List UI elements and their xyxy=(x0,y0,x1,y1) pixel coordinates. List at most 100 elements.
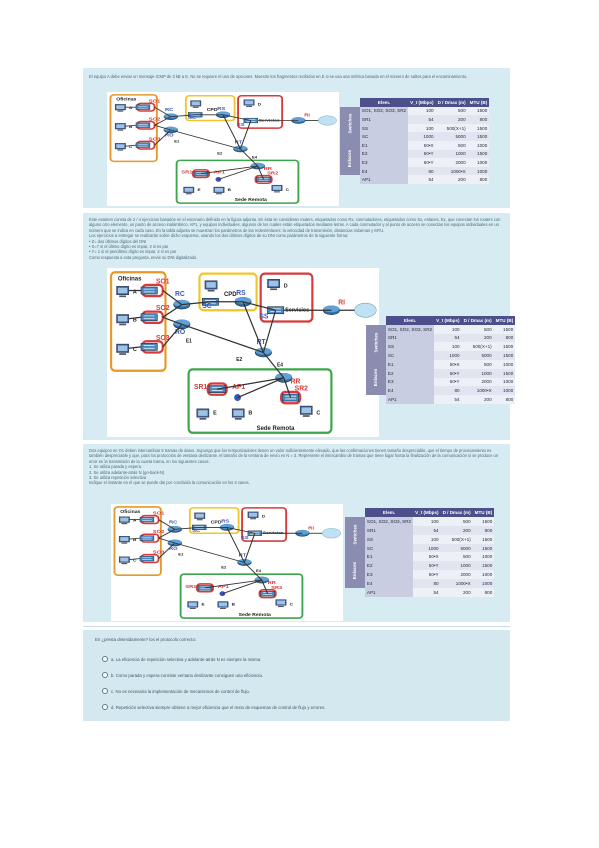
cell-elem: SO1, SO2, SO3, SR2 xyxy=(364,516,414,526)
option-d[interactable]: d. Repetición selectiva siempre obtiene … xyxy=(102,704,325,710)
link xyxy=(162,316,183,325)
case-1: 1. Se utiliza parada y espera. xyxy=(89,464,143,470)
cell-elem: E2 xyxy=(385,368,435,378)
option-b[interactable]: b. Como parada y espera consiste ventana… xyxy=(102,672,263,678)
cell-speed: 50•Y xyxy=(434,368,462,378)
cell-mtu: 1500 xyxy=(467,132,490,141)
switches-group-label: Switches xyxy=(340,106,360,141)
so2-label: SO2 xyxy=(149,117,161,122)
cell-speed: 54 xyxy=(413,588,441,597)
host-e-label: E xyxy=(213,410,217,416)
sede-label: Sede Remota xyxy=(239,612,272,617)
intro-paragraph: Dos equipos en O1 deben intercambiar 5 t… xyxy=(89,448,499,464)
radio-button[interactable] xyxy=(102,688,108,694)
switch-so3 xyxy=(140,343,158,351)
cell-mtu: 1000 xyxy=(467,166,490,176)
radio-button[interactable] xyxy=(102,704,108,710)
table-cell-blank xyxy=(366,395,386,404)
exercise-panel-3: Dos equipos en O1 deben intercambiar 5 t… xyxy=(83,444,510,622)
cell-elem: SC xyxy=(364,543,414,553)
host-b-label: B xyxy=(129,125,132,129)
pc-group-b2 xyxy=(231,408,245,420)
link xyxy=(237,377,285,399)
cell-mtu: 800 xyxy=(493,333,516,343)
servicios-frame xyxy=(241,507,288,542)
ss-label: SS xyxy=(259,314,268,321)
e1-label: E1 xyxy=(178,553,184,557)
rt-label: RT xyxy=(235,140,244,145)
sc-label: SC xyxy=(202,303,211,310)
link xyxy=(200,165,258,175)
host-d-label: D xyxy=(258,102,261,106)
separator xyxy=(83,626,510,627)
params-table: Elem.V_t (Mbps)D / Dmax (m)MTU (B)Switch… xyxy=(366,316,516,404)
pc-group-e xyxy=(187,601,199,610)
so1-label: SO1 xyxy=(149,99,161,104)
link xyxy=(158,537,175,544)
link xyxy=(261,579,269,594)
cell-mtu: 1000 xyxy=(467,158,490,167)
cell-distance: 500 xyxy=(440,552,473,562)
pc-group-c2 xyxy=(299,405,313,417)
cell-mtu: 1500 xyxy=(472,561,495,571)
cell-elem: SC xyxy=(385,351,435,360)
cell-speed: 100 xyxy=(434,342,462,352)
link xyxy=(181,301,211,306)
radio-button[interactable] xyxy=(102,656,108,662)
cell-distance: 500 xyxy=(440,516,473,526)
radio-button[interactable] xyxy=(102,672,108,678)
cell-distance: 1000 xyxy=(440,561,473,571)
col-distance-header: D / Dmax (m) xyxy=(435,98,468,107)
link xyxy=(154,116,172,126)
cell-speed: 100 xyxy=(408,123,436,133)
option-c[interactable]: c. No es necesaria la implementación de … xyxy=(102,688,250,694)
cell-speed: 50•X xyxy=(413,552,441,562)
cell-elem: SO1, SO2, SO3, SR2 xyxy=(359,106,409,116)
pc-group-d xyxy=(267,279,280,291)
sede-remota-frame xyxy=(187,368,333,434)
oficinas-frame xyxy=(109,94,158,163)
sr2-frame xyxy=(258,589,277,599)
cell-mtu: 1000 xyxy=(493,386,516,396)
cell-speed: 54 xyxy=(434,333,462,343)
link xyxy=(154,124,171,131)
pc-group-c xyxy=(116,343,129,355)
link xyxy=(242,301,276,311)
col-distance-header: D / Dmax (m) xyxy=(440,508,473,517)
cell-elem: AP1 xyxy=(385,395,435,404)
cell-mtu: 1500 xyxy=(467,106,490,116)
cell-elem: SR1 xyxy=(359,115,409,124)
link xyxy=(125,144,137,147)
ri-label: RI xyxy=(308,526,314,531)
cell-elem: E3 xyxy=(385,377,435,387)
cell-distance: 200 xyxy=(435,115,468,124)
option-label: c. No es necesaria la implementación de … xyxy=(111,689,251,694)
cpd-frame xyxy=(188,507,240,535)
option-a[interactable]: a. La eficiencia de repetición selectiva… xyxy=(102,656,261,662)
cell-speed: 50•Y xyxy=(413,561,441,571)
sede-label: Sede Remota xyxy=(235,198,268,202)
pc-group-d xyxy=(247,511,259,520)
cell-speed: 50•X xyxy=(434,359,462,369)
link xyxy=(174,526,200,530)
link xyxy=(162,304,183,318)
bullet-text: Y= 1 si el penúltimo dígito es impar, 2 … xyxy=(91,249,177,255)
group-label-text: Switches xyxy=(352,524,358,545)
table-header-row: Elem.V_t (Mbps)D / Dmax (m)MTU (B) xyxy=(345,508,495,517)
question-text: En ¿presta detenidamente? los el protoco… xyxy=(95,637,197,642)
e4-label: E4 xyxy=(252,156,258,160)
host-d-label: D xyxy=(284,284,288,290)
exercise-panel-1: El equipo A debe enviar un mensaje ICMP … xyxy=(83,68,510,208)
oficinas-label: Oficinas xyxy=(116,97,137,101)
